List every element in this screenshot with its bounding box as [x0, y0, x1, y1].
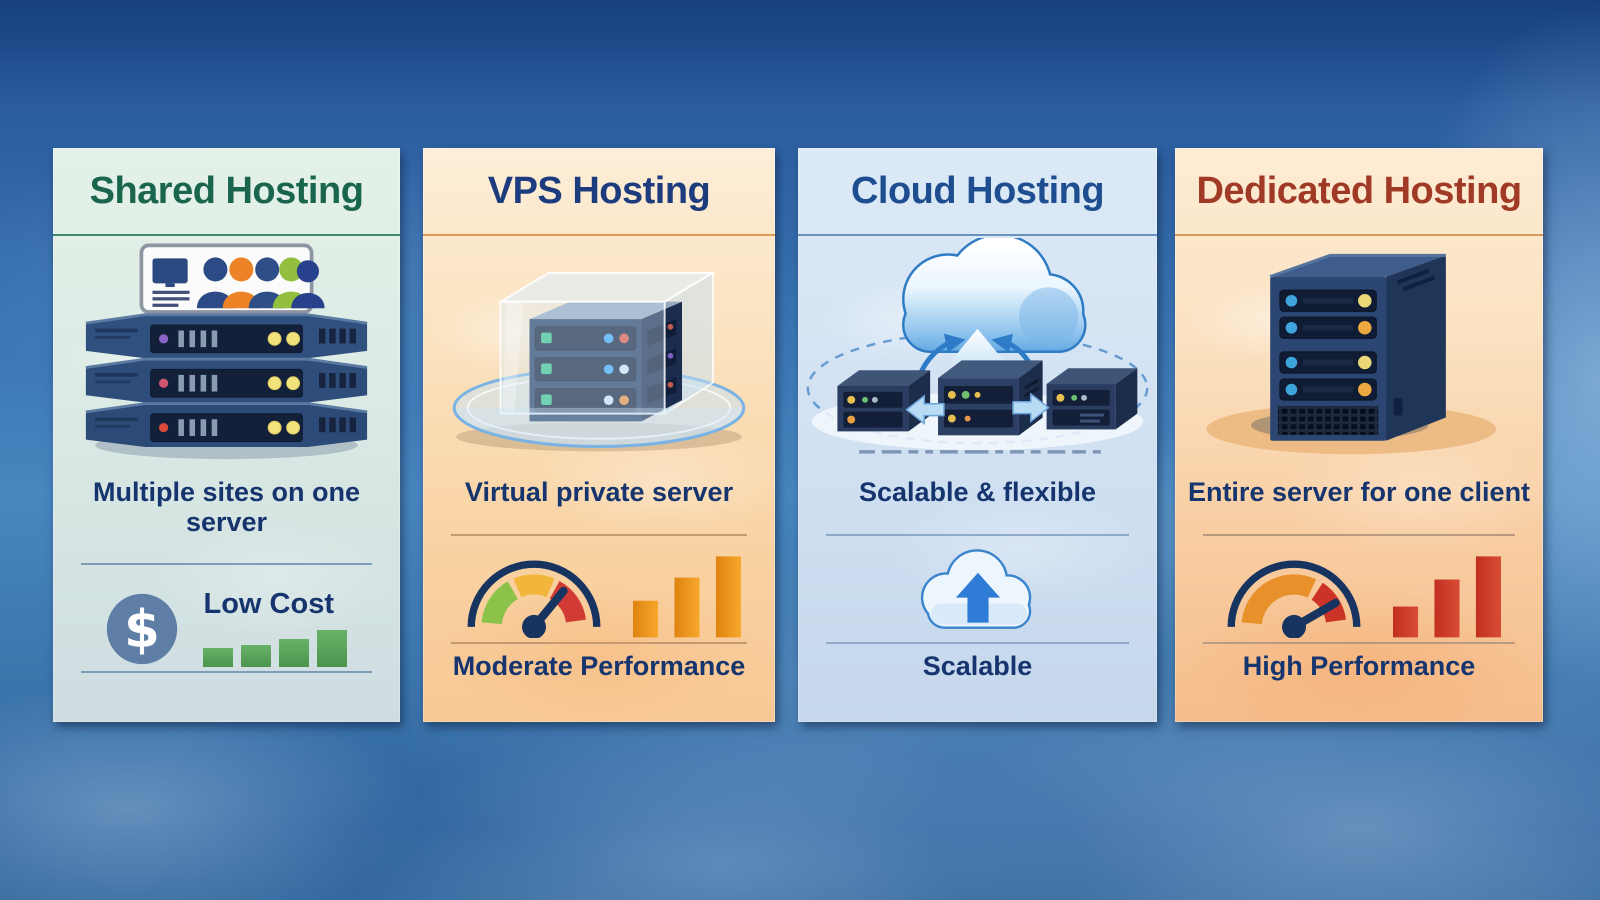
feature-text: Multiple sites on one server: [92, 477, 361, 537]
shared-hosting-illustration: [53, 238, 400, 460]
cost-row: $ Low Cost: [53, 573, 400, 668]
divider-line: [826, 533, 1129, 536]
divider-line: [1203, 641, 1515, 644]
cloud-network-icon: [806, 238, 1149, 454]
tower-server-icon: [1206, 253, 1497, 455]
dollar-circle-icon: $: [106, 594, 177, 665]
divider-line: [81, 563, 372, 566]
divider-line: [81, 671, 372, 674]
card-dedicated-hosting: Dedicated Hosting: [1175, 148, 1543, 722]
scalable-row: [798, 544, 1157, 638]
speed-gauge-moderate-icon: [467, 560, 601, 638]
card-shared-hosting: Shared Hosting: [53, 148, 400, 722]
divider-line: [826, 641, 1129, 644]
performance-label: High Performance: [1242, 650, 1476, 681]
speed-gauge-high-icon: [1227, 560, 1361, 638]
card-title: Cloud Hosting: [850, 170, 1105, 212]
card-title: Shared Hosting: [89, 170, 364, 212]
card-header: Dedicated Hosting: [1175, 148, 1543, 236]
green-rising-bars-icon: [202, 630, 347, 668]
card-header: VPS Hosting: [423, 148, 775, 236]
feature-text: Virtual private server: [464, 477, 734, 507]
card-cloud-hosting: Cloud Hosting: [798, 148, 1157, 722]
scalable-label: Scalable: [922, 650, 1033, 681]
divider-line: [451, 533, 747, 536]
card-title: Dedicated Hosting: [1196, 170, 1522, 212]
card-title: VPS Hosting: [487, 170, 711, 212]
divider-line: [451, 641, 747, 644]
card-header: Cloud Hosting: [798, 148, 1157, 236]
server-in-glass-cube-icon: [452, 271, 746, 452]
performance-label: Moderate Performance: [452, 650, 746, 681]
orange-rising-bars-icon: [633, 556, 741, 638]
cost-block: Low Cost: [202, 588, 350, 668]
cloud-up-arrow-icon: [920, 548, 1031, 629]
feature-text: Entire server for one client: [1187, 477, 1531, 507]
performance-row: [1175, 544, 1543, 638]
cloud-hosting-illustration: [798, 238, 1157, 460]
feature-text: Scalable & flexible: [858, 477, 1097, 507]
performance-row: [423, 544, 775, 638]
server-stack-with-users-icon: [85, 243, 368, 460]
red-rising-bars-icon: [1393, 556, 1501, 638]
vps-hosting-illustration: [423, 238, 775, 460]
cost-label: Low Cost: [203, 588, 335, 621]
divider-line: [1203, 533, 1515, 536]
card-header: Shared Hosting: [53, 148, 400, 236]
dedicated-hosting-illustration: [1175, 238, 1543, 460]
svg-text:$: $: [124, 600, 160, 660]
card-vps-hosting: VPS Hosting: [423, 148, 775, 722]
